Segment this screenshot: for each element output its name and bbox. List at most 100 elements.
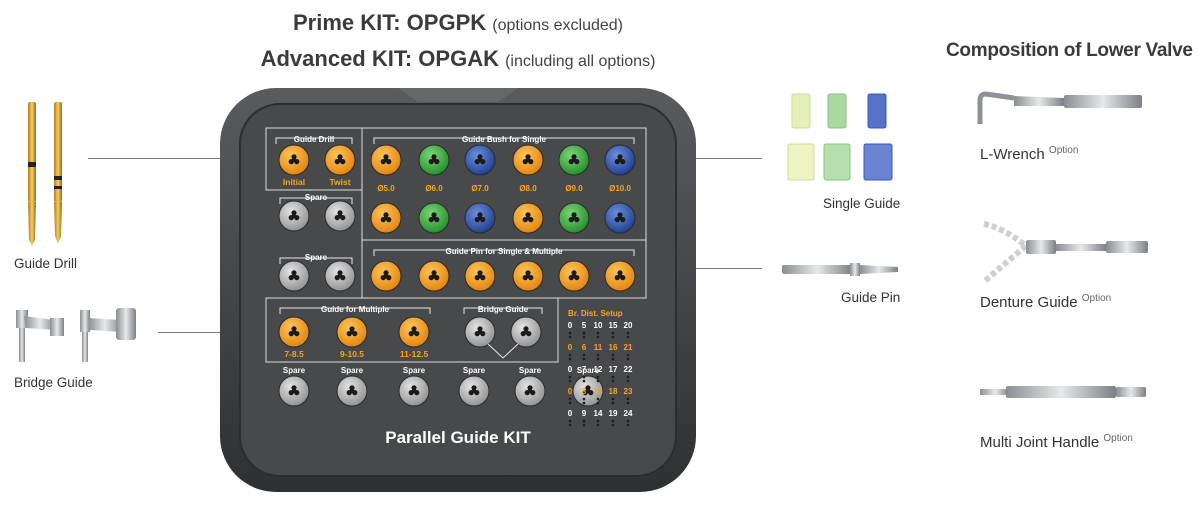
spare-label-2: Spare <box>305 253 328 262</box>
prime-kit-code: Prime KIT: OPGPK <box>292 10 487 35</box>
dist-hole <box>611 331 615 335</box>
dist-hole <box>568 419 572 423</box>
dist-hole <box>582 331 586 335</box>
guide-pin-bolt-5 <box>558 260 590 292</box>
bottom-spare-bolt-1 <box>278 375 310 407</box>
dist-value-r5-c3: 14 <box>594 409 603 418</box>
spare-bolt-1a <box>278 200 310 232</box>
spare-bolt-2b <box>324 260 356 292</box>
guide-bush-size-6: Ø10.0 <box>609 184 631 193</box>
guide-bush-size-4: Ø8.0 <box>519 184 537 193</box>
prime-kit-heading: Prime KIT: OPGPK (options excluded) <box>0 10 916 36</box>
dist-hole <box>582 357 586 361</box>
dist-hole <box>626 397 630 401</box>
dist-value-r1-c3: 10 <box>594 321 603 330</box>
guide-bush-top-bolt-2 <box>418 144 450 176</box>
guide-multiple-bolt-3 <box>398 316 430 348</box>
dist-hole <box>611 379 615 383</box>
single-guide-label: Single Guide <box>823 196 901 211</box>
dist-hole <box>596 397 600 401</box>
guide-bush-size-2: Ø6.0 <box>425 184 443 193</box>
dist-hole <box>568 331 572 335</box>
guide-bush-bottom-bolt-2 <box>418 202 450 234</box>
bridge-guide-bolt-right <box>510 316 542 348</box>
guide-pin-title: Guide Pin for Single & Multiple <box>446 247 563 256</box>
guide-bush-bracket <box>373 137 635 144</box>
bottom-spare-bolt-4 <box>458 375 490 407</box>
dist-hole <box>596 401 600 405</box>
bottom-spare-bolt-3 <box>398 375 430 407</box>
dist-value-r2-c4: 16 <box>609 343 618 352</box>
leader-guide-drill <box>88 158 266 159</box>
dist-hole <box>626 419 630 423</box>
spare-bracket-2 <box>279 257 353 264</box>
guide-drill-twist-bolt <box>324 144 356 176</box>
dist-hole <box>611 423 615 427</box>
dist-hole <box>568 397 572 401</box>
guide-bush-bottom-bolt-5 <box>558 202 590 234</box>
dist-hole <box>582 423 586 427</box>
bottom-spare-label-2: Spare <box>341 366 364 375</box>
multi-joint-handle-option: Option <box>1103 433 1133 444</box>
guide-bush-bottom-bolt-3 <box>464 202 496 234</box>
guide-drill-initial-bolt <box>278 144 310 176</box>
dist-value-r1-c1: 0 <box>568 321 573 330</box>
advanced-kit-heading: Advanced KIT: OPGAK (including all optio… <box>0 46 916 72</box>
leader-bridge-guide <box>158 332 266 333</box>
dist-hole <box>568 335 572 339</box>
guide-multiple-bracket <box>279 307 431 314</box>
guide-drill-bracket <box>275 137 353 144</box>
dist-value-r4-c5: 23 <box>624 387 633 396</box>
dist-value-r1-c4: 15 <box>609 321 618 330</box>
guide-drill-label: Guide Drill <box>14 256 78 271</box>
dist-value-r3-c3: 12 <box>594 365 603 374</box>
dist-value-r1-c2: 5 <box>582 321 587 330</box>
bridge-guide-bracket <box>463 307 543 314</box>
guide-bush-bottom-bolt-6 <box>604 202 636 234</box>
dist-value-r5-c2: 9 <box>582 409 587 418</box>
dist-value-r3-c1: 0 <box>568 365 573 374</box>
dist-hole <box>568 379 572 383</box>
single-guide-image <box>787 93 893 181</box>
spare-bracket-1 <box>279 197 353 204</box>
dist-hole <box>596 375 600 379</box>
dist-hole <box>596 335 600 339</box>
leader-single-guide <box>646 158 762 159</box>
section-guide-multiple-box <box>265 297 559 363</box>
spare-bolt-2a <box>278 260 310 292</box>
dist-hole <box>596 419 600 423</box>
l-wrench-image <box>977 91 1142 124</box>
bridge-guide-label: Bridge Guide <box>14 375 93 390</box>
advanced-kit-code: Advanced KIT: OPGAK <box>260 46 499 71</box>
dist-hole <box>582 335 586 339</box>
guide-drill-twist-label: Twist <box>329 177 350 187</box>
l-wrench-name: L-Wrench <box>980 146 1045 163</box>
guide-multiple-bolt-1 <box>278 316 310 348</box>
dist-hole <box>596 353 600 357</box>
dist-hole <box>611 397 615 401</box>
guide-bush-bottom-bolt-1 <box>370 202 402 234</box>
bottom-spare-label-4: Spare <box>463 366 486 375</box>
guide-pin-bolt-6 <box>604 260 636 292</box>
guide-multiple-label-2: 9-10.5 <box>340 349 364 359</box>
dist-hole <box>582 419 586 423</box>
guide-drill-title: Guide Drill <box>294 135 334 144</box>
l-wrench-label: L-Wrench Option <box>980 145 1078 163</box>
guide-drill-image <box>28 102 62 246</box>
dist-hole <box>596 423 600 427</box>
bottom-spare-label-1: Spare <box>283 366 306 375</box>
dist-hole <box>596 357 600 361</box>
bottom-spare-label-6: Spare <box>577 366 600 375</box>
guide-bush-top-bolt-5 <box>558 144 590 176</box>
dist-hole <box>568 357 572 361</box>
guide-bush-title: Guide Bush for Single <box>462 135 547 144</box>
bottom-spare-bolt-5 <box>514 375 546 407</box>
dist-hole <box>568 423 572 427</box>
guide-multiple-title: Guide for Multiple <box>321 305 390 314</box>
dist-hole <box>626 379 630 383</box>
bridge-guide-title: Bridge Guide <box>478 305 529 314</box>
guide-pin-label: Guide Pin <box>841 290 901 305</box>
dist-hole <box>611 335 615 339</box>
spare-bolt-1b <box>324 200 356 232</box>
